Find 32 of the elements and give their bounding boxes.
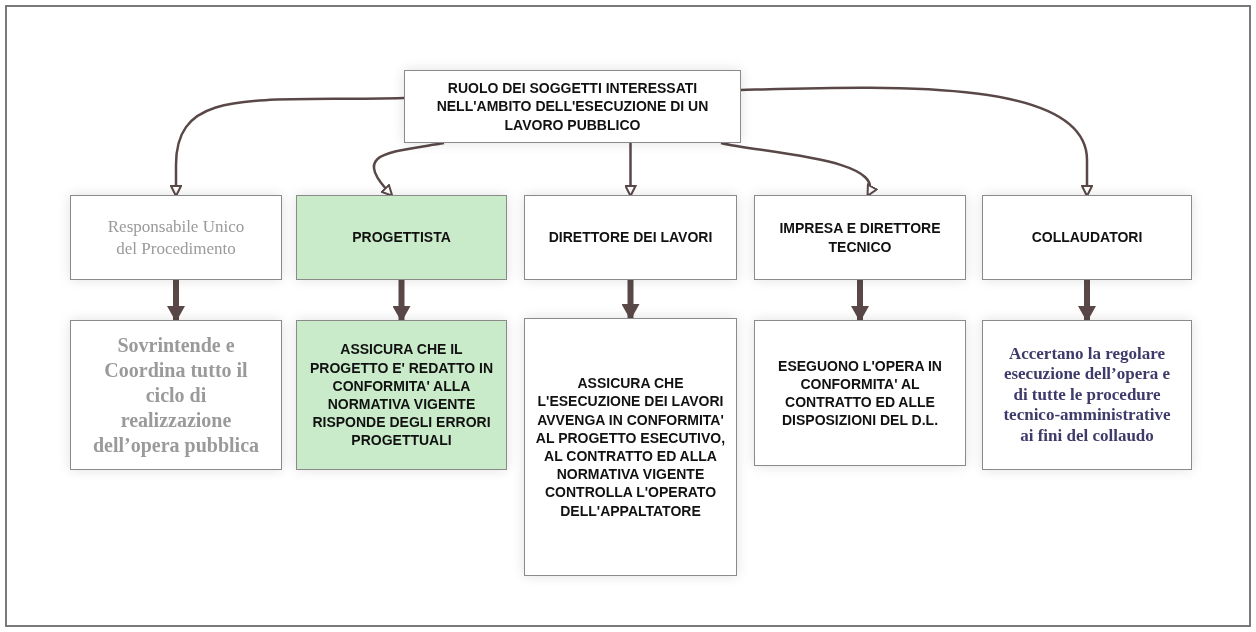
arrow <box>621 280 640 320</box>
arrow <box>167 280 185 322</box>
node-text: Accertano la regolare esecuzione dell’opera e di tutte le procedure tecnico-amministrative ai fini del collaudo <box>1002 344 1172 446</box>
arrow <box>170 96 405 197</box>
description-box <box>296 320 507 470</box>
node-text: Responsabile Unico del Procedimento <box>107 216 245 259</box>
title-box <box>404 70 741 143</box>
description-box <box>982 320 1192 470</box>
node-text: ESEGUONO L'OPERA IN CONFORMITA' AL CONTRATTO ED ALLE DISPOSIZIONI DEL D.L. <box>777 356 943 430</box>
arrow <box>624 143 637 197</box>
role-box <box>524 195 737 280</box>
node-text: ASSICURA CHE L'ESECUZIONE DEI LAVORI AVVENGA IN CONFORMITA' AL PROGETTO ESECUTIVO, AL CONTRATTO ED ALLA NORMATIVA VIGENTE CONTROLLA L'OPERATO DELL'APPALTATORE <box>534 374 727 520</box>
role-box <box>296 195 507 280</box>
role-box <box>754 195 966 280</box>
description-box <box>524 318 737 576</box>
description-box <box>70 320 282 470</box>
role-box <box>982 195 1192 280</box>
node-text: DIRETTORE DEI LAVORI <box>548 228 713 247</box>
arrow <box>392 280 411 322</box>
node-text: IMPRESA E DIRETTORE TECNICO <box>778 219 942 256</box>
description-box <box>754 320 966 466</box>
arrow <box>720 141 876 197</box>
arrow <box>1078 280 1096 322</box>
node-text: COLLAUDATORI <box>1031 228 1143 247</box>
arrow <box>851 280 869 322</box>
node-text: RUOLO DEI SOGGETTI INTERESSATI NELL'AMBITO DELL'ESECUZIONE DI UN LAVORO PUBBLICO <box>435 79 710 134</box>
role-box <box>70 195 282 280</box>
arrow <box>372 141 445 197</box>
node-text: ASSICURA CHE IL PROGETTO E' REDATTO IN CONFORMITA' ALLA NORMATIVA VIGENTE RISPONDE DEGLI ERRORI PROGETTUALI <box>309 340 494 450</box>
node-text: Sovrintende e Coordina tutto il ciclo di realizzazione dell’opera pubblica <box>91 332 261 458</box>
node-text: PROGETTISTA <box>352 228 451 247</box>
arrow <box>740 86 1093 197</box>
